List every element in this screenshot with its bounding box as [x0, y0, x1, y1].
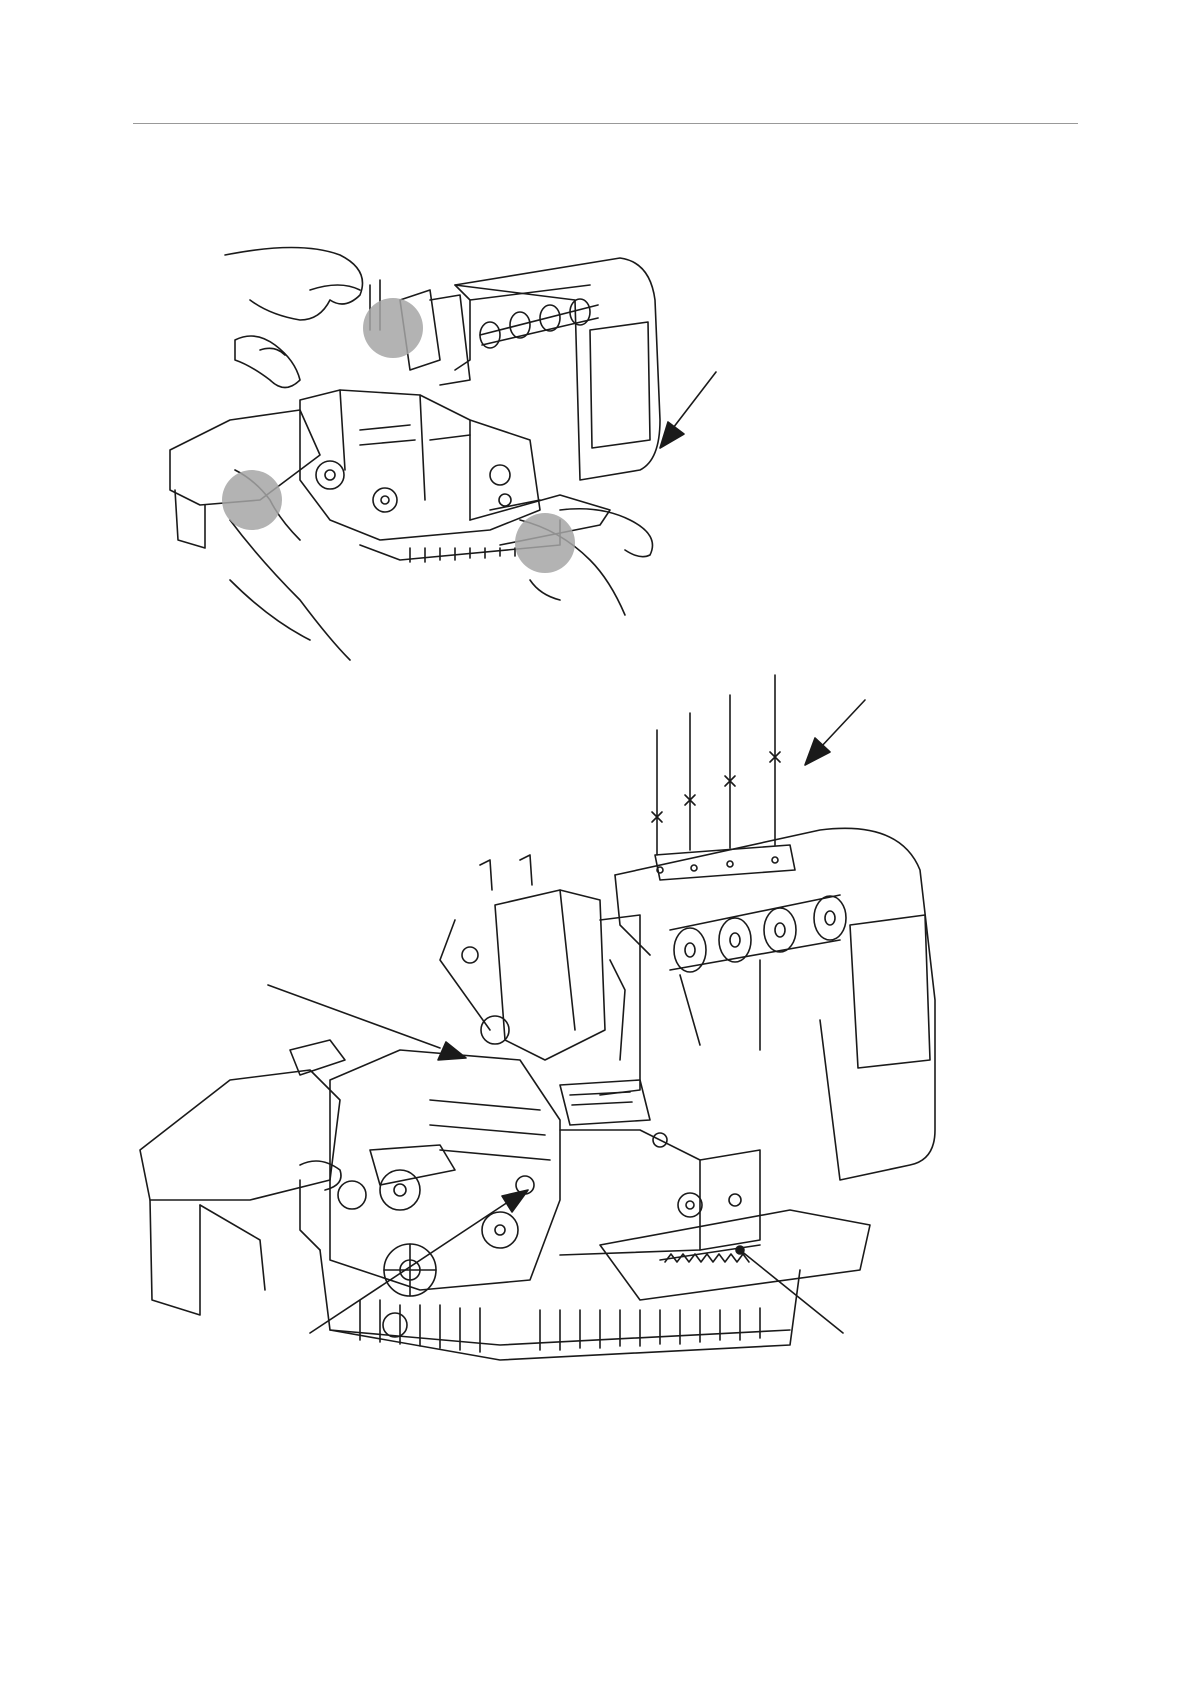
- thread-lines: [652, 675, 780, 855]
- top-spools: [480, 299, 598, 348]
- hand-top: [225, 248, 363, 321]
- highlight-marker-2: [222, 470, 282, 530]
- arrow-bottom-lower-callout: [310, 1190, 528, 1333]
- highlight-marker-1: [363, 298, 423, 358]
- arrow-bottom-upper-right: [805, 700, 865, 765]
- leader-line-lower-right: [740, 1250, 843, 1333]
- hand-bottom-left: [230, 520, 350, 660]
- arrow-top: [660, 372, 716, 448]
- figure-bottom-machine: [140, 828, 935, 1360]
- hand-left: [235, 336, 300, 388]
- bottom-spools: [670, 895, 846, 1050]
- highlight-marker-3: [515, 513, 575, 573]
